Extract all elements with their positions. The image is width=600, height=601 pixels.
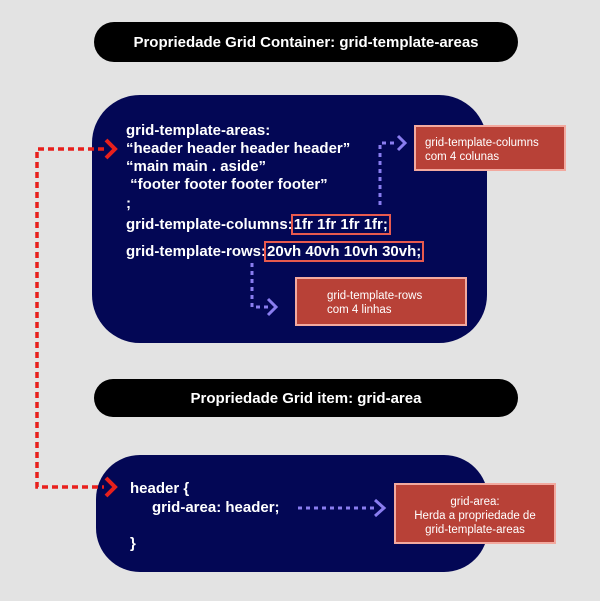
note-columns-line2: com 4 colunas	[425, 151, 500, 163]
note-template-columns: grid-template-columns com 4 colunas	[414, 125, 566, 171]
code-line-semicolon: ;	[126, 195, 131, 212]
code-line-columns: grid-template-columns:1fr 1fr 1fr 1fr;	[126, 214, 391, 235]
columns-label: grid-template-columns:	[126, 216, 293, 233]
note-template-rows: grid-template-rows com 4 linhas	[295, 277, 467, 326]
item-code-block: header { grid-area: header; }	[130, 480, 430, 560]
code-line-close-brace: }	[130, 535, 136, 552]
note-area-line1: grid-area:	[450, 496, 500, 508]
red-connector-arrow	[35, 138, 118, 498]
blue-arrow-rows	[250, 263, 279, 317]
note-area-line3: grid-template-areas	[425, 524, 525, 536]
grid-container-title: Propriedade Grid Container: grid-templat…	[94, 22, 518, 62]
code-line-rows: grid-template-rows:20vh 40vh 10vh 30vh;	[126, 241, 425, 262]
code-line-grid-area: grid-area: header;	[152, 499, 280, 516]
note-columns-line1: grid-template-columns	[425, 137, 539, 149]
grid-item-title: Propriedade Grid item: grid-area	[94, 379, 518, 417]
code-line-areas: grid-template-areas:	[126, 122, 271, 139]
note-rows-line2: com 4 linhas	[327, 304, 392, 316]
container-code-block: grid-template-areas: “header header head…	[126, 122, 486, 312]
note-area-line2: Herda a propriedade de	[414, 510, 536, 522]
code-line-header-selector: header {	[130, 480, 190, 497]
note-grid-area: grid-area: Herda a propriedade de grid-t…	[394, 483, 556, 544]
note-rows-line1: grid-template-rows	[327, 290, 423, 302]
rows-label: grid-template-rows:	[126, 243, 267, 260]
blue-arrow-grid-area	[298, 498, 387, 518]
code-line-header-row: “header header header header”	[126, 140, 351, 157]
blue-arrow-columns	[378, 134, 408, 205]
code-line-footer-row: “footer footer footer footer”	[126, 176, 328, 193]
code-line-main-row: “main main . aside”	[126, 158, 267, 175]
columns-value-highlight: 1fr 1fr 1fr 1fr;	[290, 214, 391, 235]
rows-value-highlight: 20vh 40vh 10vh 30vh;	[264, 241, 425, 262]
